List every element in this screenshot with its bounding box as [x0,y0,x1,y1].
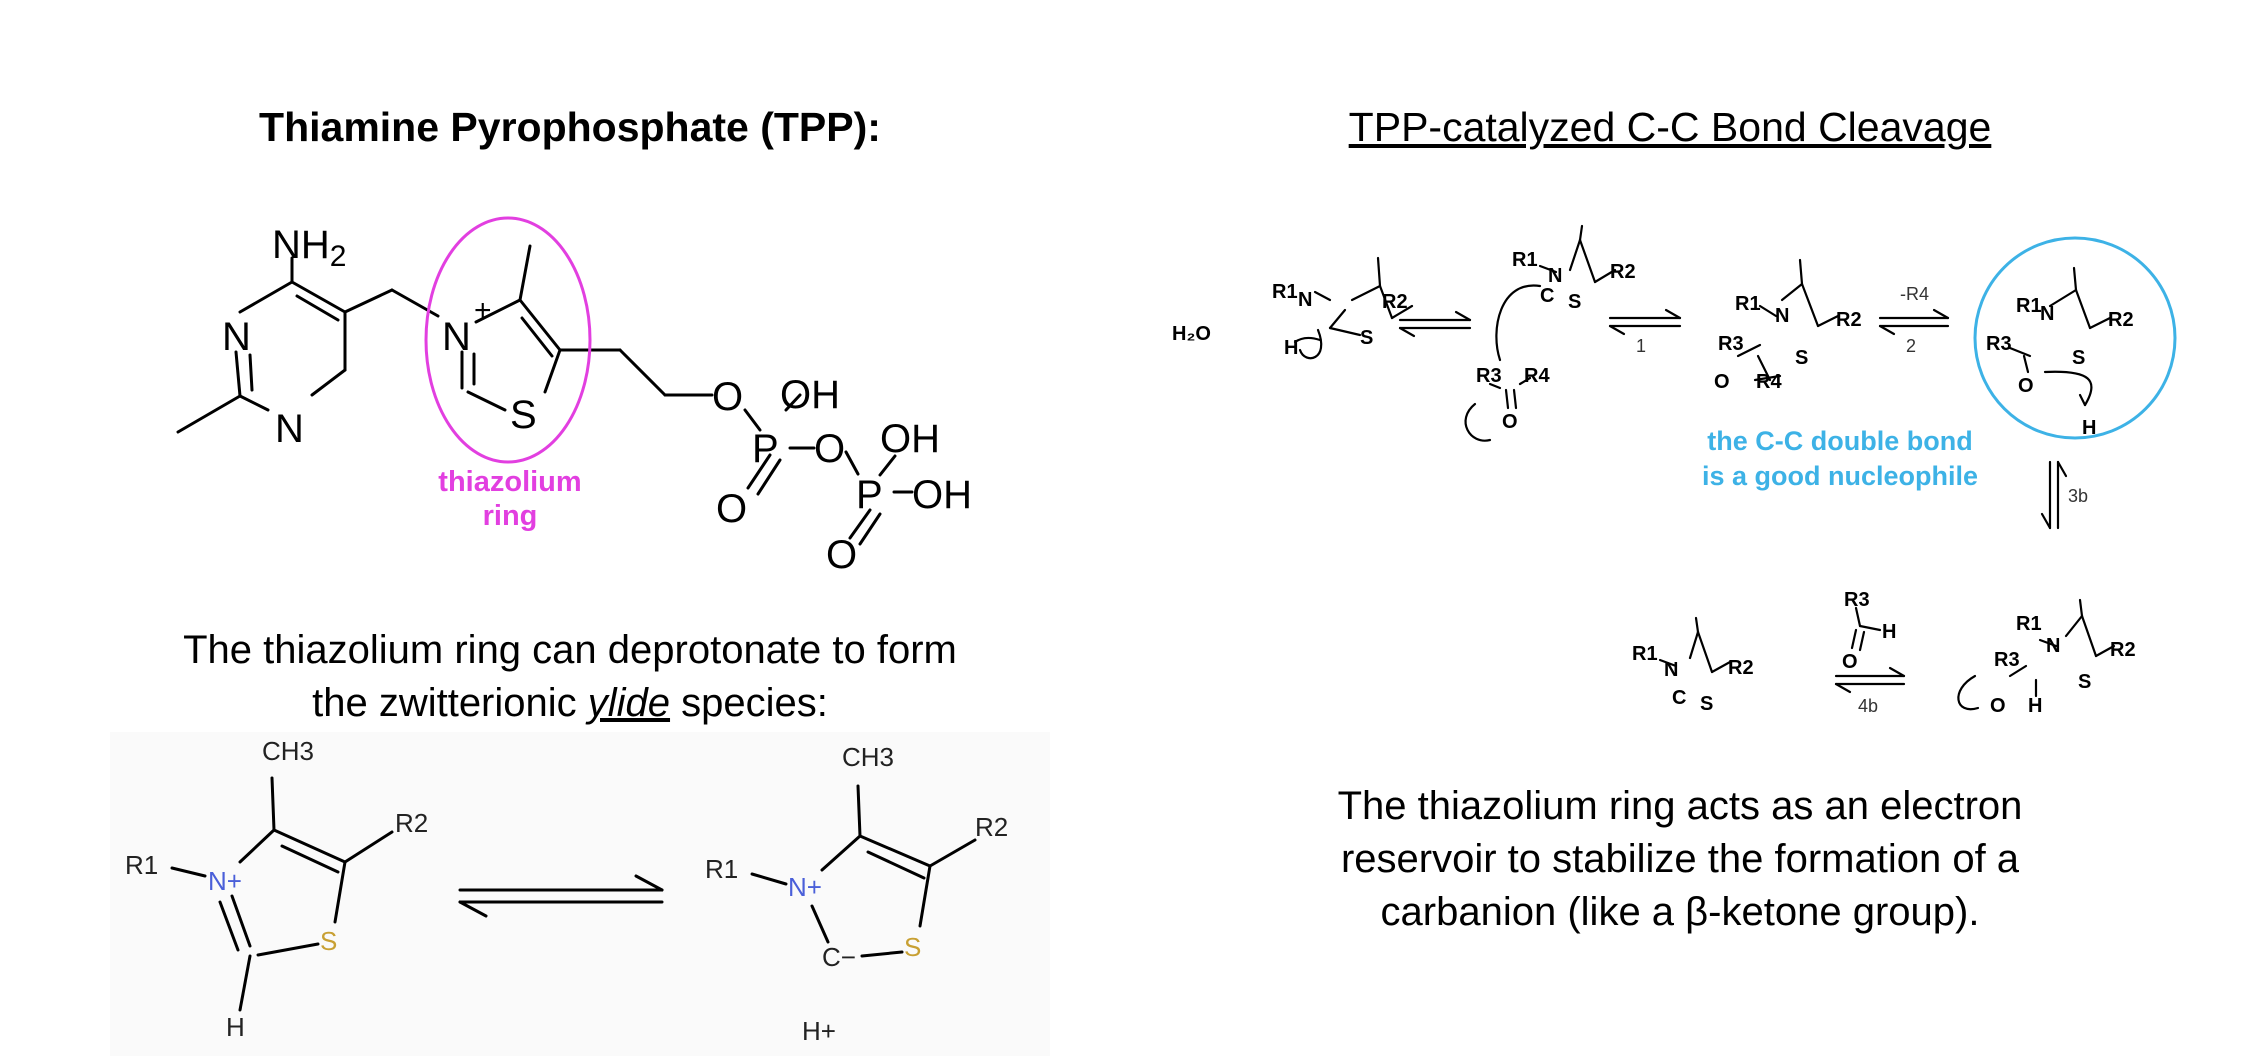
ylide-left-r1: R1 [125,850,158,880]
phosphate-o1: O [712,375,743,419]
step-1-label: 1 [1636,336,1646,356]
step-4b-label: 4b [1858,696,1878,716]
mol6-r1: R1 [2016,613,2042,635]
mol1-r2: R2 [1382,291,1408,313]
mol5-r1: R1 [1632,643,1658,665]
mol2-r4: R4 [1524,365,1550,387]
mol1-n: N [1298,289,1312,311]
mol5-s: S [1700,693,1713,715]
tpp-structure: NH2 N N N + S O OH P O OH O P OH O [176,216,972,577]
phosphate-oh3: OH [912,473,972,517]
ylide-right-n-plus: N+ [788,872,822,902]
left-title: Thiamine Pyrophosphate (TPP): [259,104,881,150]
phosphate-o-bridge: O [814,427,845,471]
mol3-n: N [1775,305,1789,327]
ylide-right-ch3: CH3 [842,742,894,772]
mol3-r4: R4 [1756,371,1782,393]
phosphate-p1: P [752,427,779,471]
pyrimidine-n-a: N [222,315,251,359]
h2o-label: H₂O [1172,323,1211,345]
reservoir-caption: The thiazolium ring acts as an electron … [1337,784,2023,934]
mol2-r2: R2 [1610,261,1636,283]
mol4-r2: R2 [2108,309,2134,331]
mol2-n: N [1548,265,1562,287]
ylide-equilibrium: CH3 R1 R2 N+ S H CH3 R1 R2 N+ S C− H+ [125,736,1008,1046]
nh2-label: NH2 [272,223,346,273]
ylide-right-h-plus: H+ [802,1016,836,1046]
mol2-r3: R3 [1476,365,1502,387]
ylide-panel-background [110,732,1050,1056]
ylide-right-c-minus: C− [822,942,856,972]
mol6-r2: R2 [2110,639,2136,661]
mol6-r3: R3 [1994,649,2020,671]
mol3-r3: R3 [1718,333,1744,355]
mol6-o: O [1990,695,2006,717]
thiazolium-n: N [442,315,471,359]
step-2-minus-r4-label: -R4 [1900,284,1929,304]
mol5-r2: R2 [1728,657,1754,679]
ylide-left-ch3: CH3 [262,736,314,766]
step-3b-label: 3b [2068,486,2088,506]
phosphate-oh2: OH [880,417,940,461]
phosphate-o-dbl2: O [826,533,857,577]
phosphate-oh1: OH [780,373,840,417]
thiazolium-highlight-circle [424,216,592,464]
ylide-right-r1: R1 [705,854,738,884]
mol4-s: S [2072,347,2085,369]
aldehyde-h: H [1882,621,1896,643]
nucleophile-label: the C-C double bond is a good nucleophil… [1701,426,1979,491]
aldehyde-o: O [1842,651,1858,673]
mol6-n: N [2046,635,2060,657]
mol4-r3: R3 [1986,333,2012,355]
mol5-n: N [1664,659,1678,681]
ylide-left-r2: R2 [395,808,428,838]
step-2-label: 2 [1906,336,1916,356]
mol3-o: O [1714,371,1730,393]
pyrimidine-n-b: N [275,407,304,451]
mol4-o: O [2018,375,2034,397]
mol2-r1: R1 [1512,249,1538,271]
ylide-left-n-plus: N+ [208,866,242,896]
mol1-s: S [1360,327,1373,349]
right-title: TPP-catalyzed C-C Bond Cleavage [1348,104,1992,150]
phosphate-p2: P [856,473,883,517]
nucleophile-highlight-circle [1973,236,2177,440]
mol4-n: N [2040,303,2054,325]
mol3-r1: R1 [1735,293,1761,315]
mol2-c: C [1540,285,1554,307]
ylide-right-s: S [904,932,921,962]
mol4-r1: R1 [2016,295,2042,317]
mol6-s: S [2078,671,2091,693]
mol1-r1: R1 [1272,281,1298,303]
ylide-caption: The thiazolium ring can deprotonate to f… [183,628,957,725]
phosphate-o-dbl1: O [716,487,747,531]
thiazolium-s: S [510,393,537,437]
mol3-r2: R2 [1836,309,1862,331]
mol4-h: H [2082,417,2096,439]
mol5-c: C [1672,687,1686,709]
thiazolium-ring-label: thiazolium ring [438,466,582,532]
mol1-h: H [1284,337,1298,359]
ylide-right-r2: R2 [975,812,1008,842]
mol3-s: S [1795,347,1808,369]
mol2-s: S [1568,291,1581,313]
mol2-o: O [1502,411,1518,433]
mol6-h: H [2028,695,2042,717]
thiazolium-plus: + [474,294,492,327]
ylide-left-h: H [226,1012,245,1042]
ylide-left-s: S [320,926,337,956]
aldehyde-r3: R3 [1844,589,1870,611]
